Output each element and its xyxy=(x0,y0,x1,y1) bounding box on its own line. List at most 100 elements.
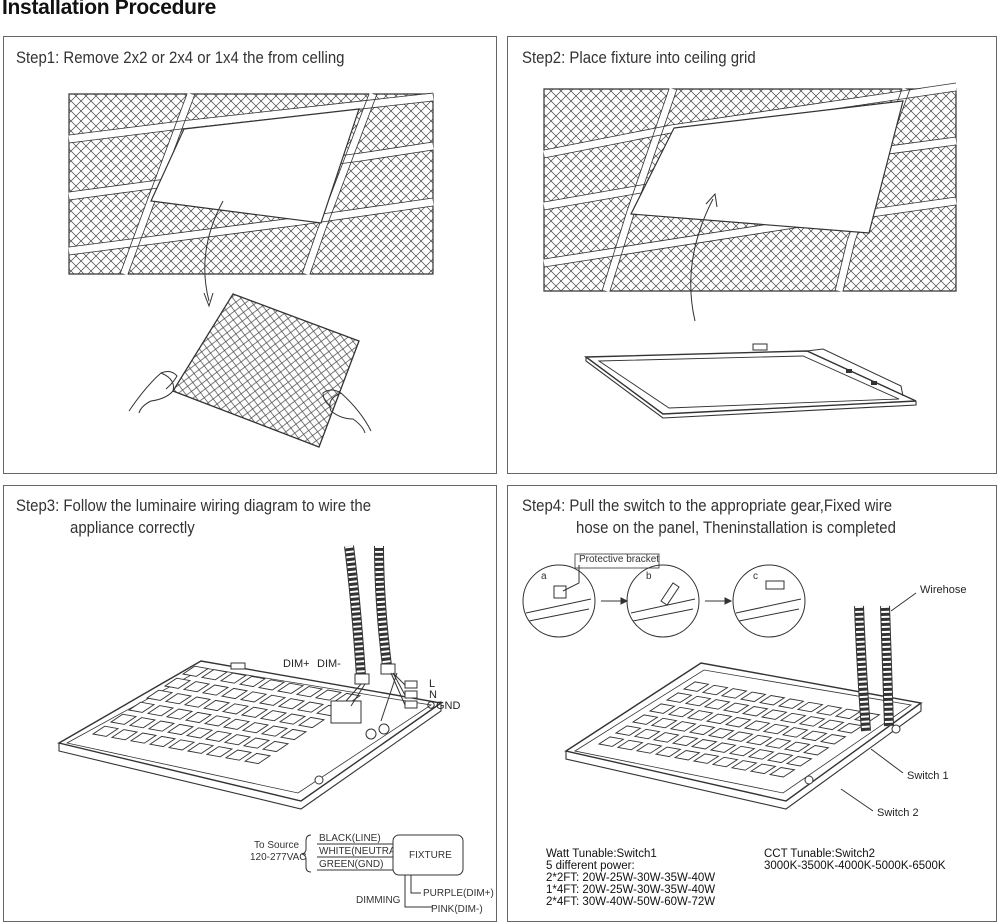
panel-slot xyxy=(728,745,756,757)
watt-line-2x2: 2*2FT: 20W-25W-30W-35W-40W xyxy=(546,872,716,884)
panel-slot xyxy=(239,691,268,703)
panel-slot xyxy=(205,746,234,758)
panel-slot xyxy=(650,717,678,729)
panel-slot xyxy=(692,753,720,764)
panel-slot xyxy=(667,706,695,718)
detail-a-label: a xyxy=(541,571,547,582)
panel-slot xyxy=(614,725,642,736)
panel-slot xyxy=(166,723,195,736)
panel-slot xyxy=(720,688,748,699)
step4-text-line2: hose on the panel, Theninstallation is c… xyxy=(576,518,896,537)
wirehose-label: Wirehose xyxy=(920,584,966,596)
panel-slot xyxy=(633,728,661,740)
panel-slot xyxy=(223,734,252,746)
step3-panel: Step3: Follow the luminaire wiring diagr… xyxy=(3,485,497,922)
ceiling-opening xyxy=(150,108,360,224)
panel-slot xyxy=(203,715,232,727)
dim-minus-label: DIM- xyxy=(317,658,341,670)
panel-slot xyxy=(777,698,805,709)
panel-slot xyxy=(739,691,767,703)
panel-slot xyxy=(747,749,775,760)
panel-slot xyxy=(165,708,194,720)
panel-slot xyxy=(781,727,809,738)
panel-slot xyxy=(730,760,758,771)
panel-slot xyxy=(690,739,718,750)
panel-slot xyxy=(741,706,769,717)
panel-slot xyxy=(749,763,777,775)
panel-slot xyxy=(167,739,196,751)
watt-tunable-sub: 5 different power: xyxy=(546,860,635,872)
panel-slot xyxy=(648,703,676,714)
panel-slot xyxy=(276,682,305,694)
panel-slot xyxy=(186,742,215,754)
ceiling-grid xyxy=(68,92,434,448)
step3-text-line1: Step3: Follow the luminaire wiring diagr… xyxy=(16,496,372,515)
page-title: Installation Procedure xyxy=(2,0,216,19)
switch1-label: Switch 1 xyxy=(907,770,949,782)
protective-bracket-label: Protective bracket xyxy=(579,554,659,565)
panel-slot xyxy=(703,699,731,710)
panel-slot xyxy=(819,734,847,745)
watt-tunable-title: Watt Tunable:Switch1 xyxy=(546,848,657,860)
ceiling-opening xyxy=(630,100,904,234)
panel-slot xyxy=(241,722,270,734)
left-hand xyxy=(128,371,178,414)
panel-slot xyxy=(635,743,663,754)
green-wire-label: GREEN(GND) xyxy=(319,859,383,870)
panel-slot xyxy=(146,705,175,717)
detail-a xyxy=(522,564,596,638)
cct-tunable-title: CCT Tunable:Switch2 xyxy=(764,848,876,860)
panel-slot xyxy=(200,669,229,681)
detail-arrows xyxy=(601,597,733,605)
panel-slot xyxy=(669,721,697,732)
panel-slot xyxy=(722,702,750,714)
panel-slot xyxy=(800,730,828,742)
panel-slot xyxy=(279,728,308,741)
panel-slot xyxy=(817,719,845,731)
panel-slot xyxy=(109,713,138,725)
panel-slot xyxy=(259,710,288,722)
step4-panel: Step4: Pull the switch to the appropriat… xyxy=(507,485,997,922)
panel-slot xyxy=(258,694,287,706)
panel-slot xyxy=(798,716,826,727)
panel-slot xyxy=(201,684,230,696)
panel-slot xyxy=(183,696,212,708)
panel-slot xyxy=(768,767,796,778)
voltage-label: 120-277VAC xyxy=(250,852,307,863)
step2-illustration xyxy=(543,82,957,419)
step3-illustration: DIM+ DIM- L N GND To Source 120-277VAC B… xyxy=(57,545,494,915)
panel-slot xyxy=(127,701,156,713)
panel-slot xyxy=(204,730,233,742)
panel-slot xyxy=(243,752,272,765)
panel-slot xyxy=(296,701,325,713)
panel-slot xyxy=(145,689,174,701)
panel-slot xyxy=(148,735,177,748)
arrow-curve xyxy=(690,198,714,322)
panel-slot xyxy=(764,738,792,749)
panel-slot xyxy=(686,710,714,721)
ground-icon xyxy=(427,701,435,709)
step1-panel: Step1: Remove 2x2 or 2x4 or 1x4 the from… xyxy=(3,36,497,474)
dim-plus-label: DIM+ xyxy=(283,658,310,670)
panel-slot xyxy=(260,725,289,737)
led-panel-fixture xyxy=(583,343,917,419)
panel-slot xyxy=(295,686,324,698)
step4-illustration: a b c Protective bracket xyxy=(522,553,966,819)
panel-slot xyxy=(164,693,193,705)
panel-slot xyxy=(257,679,286,691)
panel-slot xyxy=(202,699,231,712)
panel-slot xyxy=(163,677,192,689)
detail-b xyxy=(626,564,700,638)
panel-slot xyxy=(185,727,214,739)
panel-slot xyxy=(128,717,157,729)
panel-slot xyxy=(147,720,176,732)
step2-text: Step2: Place fixture into ceiling grid xyxy=(522,48,756,67)
panel-slot xyxy=(758,695,786,706)
panel-slot xyxy=(743,720,771,731)
panel-slot xyxy=(242,737,271,749)
panel-slot xyxy=(129,732,158,744)
step2-panel: Step2: Place fixture into ceiling grid xyxy=(507,36,997,474)
wire-hoses-4 xyxy=(854,605,894,732)
panel-slot xyxy=(654,746,682,758)
panel-slot xyxy=(701,684,729,696)
